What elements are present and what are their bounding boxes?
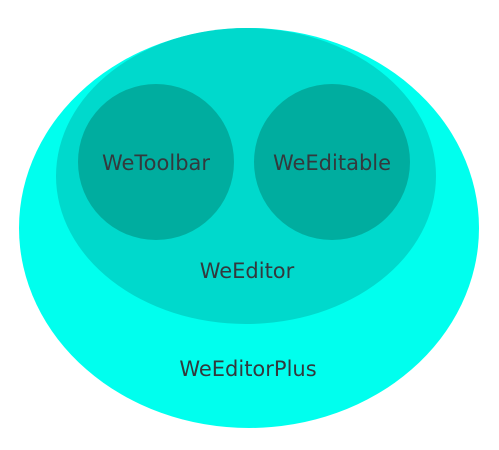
- weeditorplus-label: WeEditorPlus: [179, 357, 316, 381]
- weeditor-label: WeEditor: [200, 259, 295, 283]
- weeditable-circle: [254, 84, 410, 240]
- wetoolbar-label: WeToolbar: [102, 151, 210, 175]
- wetoolbar-circle: [78, 84, 234, 240]
- weeditable-label: WeEditable: [273, 151, 391, 175]
